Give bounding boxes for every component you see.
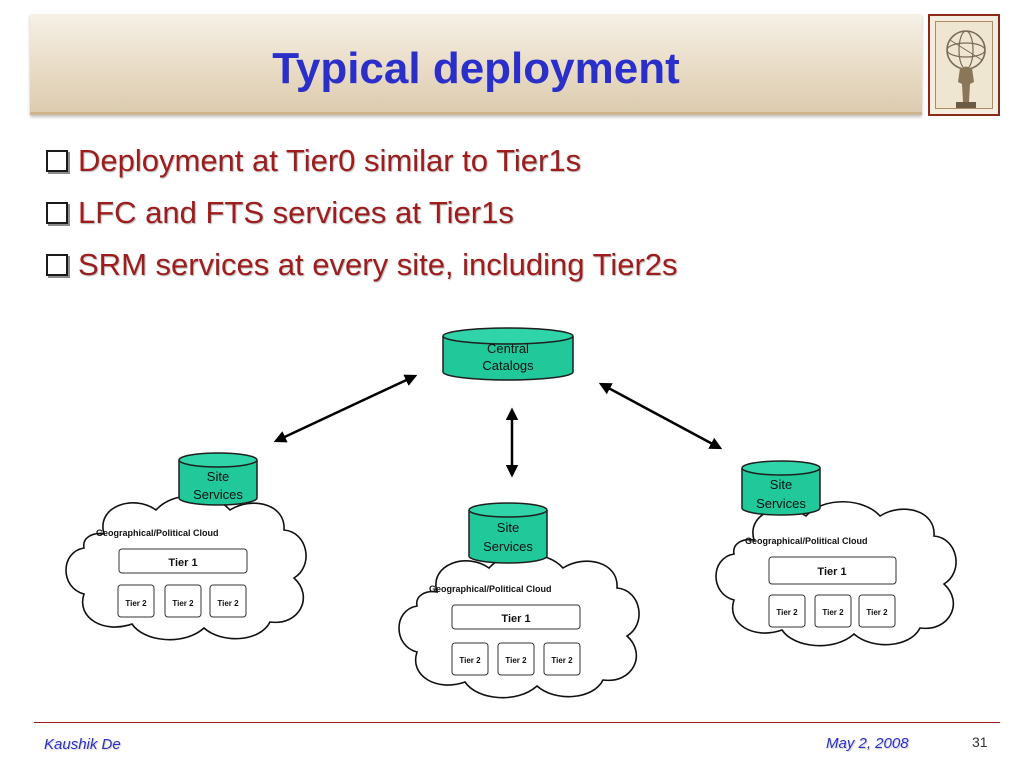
bullet-text: SRM services at every site, including Ti… — [78, 247, 678, 282]
checkbox-bullet-icon — [46, 150, 68, 172]
tier2-box — [497, 642, 535, 676]
bullet-text: Deployment at Tier0 similar to Tier1s — [78, 143, 582, 178]
title-bar: Typical deployment — [30, 14, 922, 115]
central-label-line1: Central — [487, 341, 529, 356]
site-label-line1: Site — [497, 520, 519, 535]
cloud-label: Geographical/Political Cloud — [745, 536, 868, 546]
site-label-line2: Services — [756, 496, 806, 511]
site-group-left: Geographical/Political Cloud Tier 1 Tier… — [65, 452, 307, 641]
bullet-item: LFC and FTS services at Tier1s — [46, 187, 678, 239]
bullet-text: LFC and FTS services at Tier1s — [78, 195, 514, 230]
link-arrow-right — [598, 382, 723, 450]
tier2-label: Tier 2 — [125, 599, 147, 608]
bullet-item: SRM services at every site, including Ti… — [46, 239, 678, 291]
site-label-line2: Services — [483, 539, 533, 554]
tier2-label: Tier 2 — [459, 656, 481, 665]
atlas-logo — [928, 14, 1000, 116]
tier1-label: Tier 1 — [168, 557, 197, 569]
site-label-line2: Services — [193, 487, 243, 502]
tier2-box — [117, 584, 155, 618]
site-label-line1: Site — [207, 469, 229, 484]
footer-date: May 2, 2008 — [826, 735, 909, 752]
central-label-line2: Catalogs — [482, 358, 534, 373]
tier2-box — [164, 584, 202, 618]
tier2-label: Tier 2 — [172, 599, 194, 608]
tier1-label: Tier 1 — [501, 613, 530, 625]
tier2-label: Tier 2 — [551, 656, 573, 665]
tier2-box — [451, 642, 489, 676]
bullet-item: Deployment at Tier0 similar to Tier1s — [46, 135, 678, 187]
page-number: 31 — [972, 734, 988, 750]
checkbox-bullet-icon — [46, 202, 68, 224]
atlas-statue-icon — [946, 30, 986, 108]
site-services-database: Site Services — [468, 502, 548, 564]
checkbox-bullet-icon — [46, 254, 68, 276]
tier1-box — [768, 556, 897, 585]
tier2-label: Tier 2 — [822, 608, 844, 617]
footer-author: Kaushik De — [44, 736, 121, 753]
tier1-box — [451, 604, 581, 630]
site-label-line1: Site — [770, 477, 792, 492]
tier2-label: Tier 2 — [776, 608, 798, 617]
tier1-box — [118, 548, 248, 574]
site-services-database: Site Services — [741, 460, 821, 516]
cloud-label: Geographical/Political Cloud — [429, 584, 552, 594]
tier1-label: Tier 1 — [817, 566, 846, 578]
tier2-box — [543, 642, 581, 676]
tier2-box — [768, 594, 806, 628]
bullet-list: Deployment at Tier0 similar to Tier1s LF… — [46, 135, 678, 291]
tier2-box — [209, 584, 247, 618]
tier2-label: Tier 2 — [217, 599, 239, 608]
atlas-logo-inner — [935, 21, 993, 109]
slide-title: Typical deployment — [272, 44, 680, 93]
site-group-right: Geographical/Political Cloud Tier 1 Tier… — [715, 460, 957, 647]
site-group-center: Geographical/Political Cloud Tier 1 Tier… — [398, 502, 640, 699]
tier2-box — [814, 594, 852, 628]
footer-rule — [34, 722, 1000, 723]
tier2-label: Tier 2 — [866, 608, 888, 617]
tier2-box — [858, 594, 896, 628]
site-services-database: Site Services — [178, 452, 258, 506]
cloud-label: Geographical/Political Cloud — [96, 528, 219, 538]
link-arrow-left — [273, 374, 418, 443]
central-catalogs-database: Central Catalogs — [442, 327, 574, 381]
tier2-label: Tier 2 — [505, 656, 527, 665]
